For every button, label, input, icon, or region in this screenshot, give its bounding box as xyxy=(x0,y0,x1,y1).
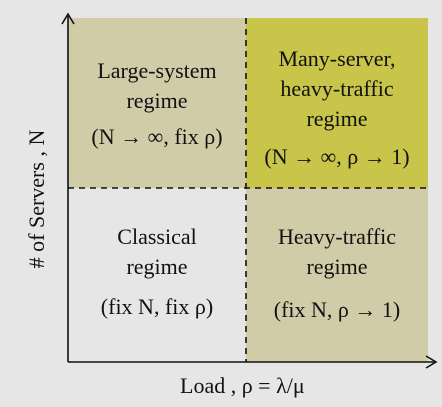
large-system-title-line1: Large-system xyxy=(97,58,217,83)
many-server-title-line1: Many-server, xyxy=(278,46,396,71)
heavy-traffic-title-line2: regime xyxy=(306,254,368,279)
y-axis-arrow-icon xyxy=(61,12,75,25)
quadrant-many-server-heavy-traffic xyxy=(246,18,428,188)
quadrant-large-system xyxy=(68,18,246,188)
heavy-traffic-condition: (fix N, ρ → 1) xyxy=(273,297,401,322)
quadrant-heavy-traffic xyxy=(246,188,428,362)
many-server-title-line2: heavy-traffic xyxy=(280,76,394,101)
large-system-title-line2: regime xyxy=(126,88,188,113)
many-server-title: Many-server, heavy-traffic regime xyxy=(246,44,428,134)
classical-condition: (fix N, fix ρ) xyxy=(100,294,214,319)
many-server-title-line3: regime xyxy=(306,106,368,131)
heavy-traffic-title: Heavy-traffic regime xyxy=(246,222,428,282)
heavy-traffic-title-line1: Heavy-traffic xyxy=(277,224,397,249)
quadrant-classical xyxy=(68,188,246,362)
classical-title: Classical regime xyxy=(68,222,246,282)
y-axis-title: # of Servers , N xyxy=(24,129,49,269)
classical-title-line1: Classical xyxy=(117,224,197,249)
classical-title-line2: regime xyxy=(126,254,188,279)
large-system-condition: (N → ∞, fix ρ) xyxy=(91,124,223,149)
x-axis-title: Load , ρ = λ/μ xyxy=(180,373,305,398)
many-server-condition: (N → ∞, ρ → 1) xyxy=(264,144,410,169)
x-axis-arrow-icon xyxy=(425,355,438,369)
large-system-title: Large-system regime xyxy=(68,56,246,116)
